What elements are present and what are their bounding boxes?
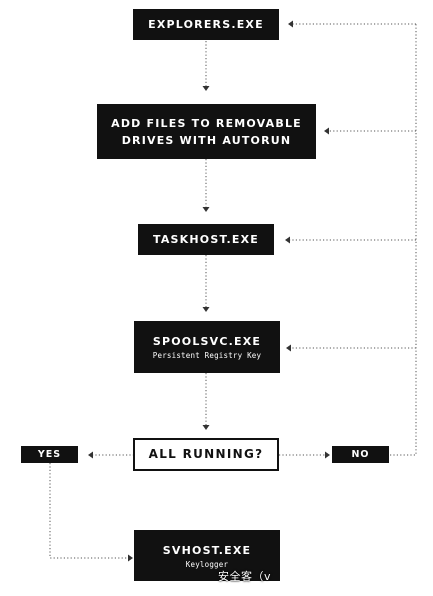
node-spoolsvc-label: SPOOLSVC.EXE (152, 335, 262, 348)
watermark-text: 安全客（v (218, 570, 272, 583)
node-explorers-label: EXPLORERS.EXE (148, 18, 264, 31)
arrowhead-yes (88, 451, 93, 459)
node-svhost-sub: Keylogger (185, 559, 229, 569)
node-yes-label: YES (37, 449, 62, 460)
arrowhead-taskhost-right (285, 236, 290, 244)
arrowhead-addfiles-top (202, 86, 210, 91)
node-taskhost-exe: TASKHOST.EXE (138, 224, 274, 255)
node-add-files-line1: ADD FILES TO REMOVABLE (111, 116, 302, 130)
arrowhead-addfiles-right (324, 127, 329, 135)
node-spoolsvc-sub: Persistent Registry Key (152, 351, 262, 360)
node-svhost-exe: SVHOST.EXE Keylogger (134, 530, 280, 581)
node-no-label: NO (351, 449, 370, 460)
arrowhead-svhost (128, 554, 133, 562)
node-taskhost-label: TASKHOST.EXE (152, 233, 259, 246)
node-yes: YES (21, 446, 78, 463)
arrowhead-no (325, 451, 330, 459)
arrowhead-spoolsvc-top (202, 307, 210, 312)
node-explorers-exe: EXPLORERS.EXE (133, 9, 279, 40)
node-all-running-decision: ALL RUNNING? (133, 438, 279, 471)
arrowhead-decision-top (202, 425, 210, 430)
arrowhead-explorers-right (288, 20, 293, 28)
edge-no-loop-trunk (390, 24, 417, 456)
node-svhost-label: SVHOST.EXE (162, 543, 252, 557)
node-all-running-label: ALL RUNNING? (148, 447, 264, 461)
edge-yes-to-svhost (49, 463, 128, 559)
node-add-files-line2: DRIVES WITH AUTORUN (121, 133, 292, 147)
node-spoolsvc-exe: SPOOLSVC.EXE Persistent Registry Key (134, 321, 280, 373)
node-no: NO (332, 446, 389, 463)
node-add-files: ADD FILES TO REMOVABLE DRIVES WITH AUTOR… (97, 104, 316, 159)
arrowhead-spoolsvc-right (286, 344, 291, 352)
arrowhead-taskhost-top (202, 207, 210, 212)
